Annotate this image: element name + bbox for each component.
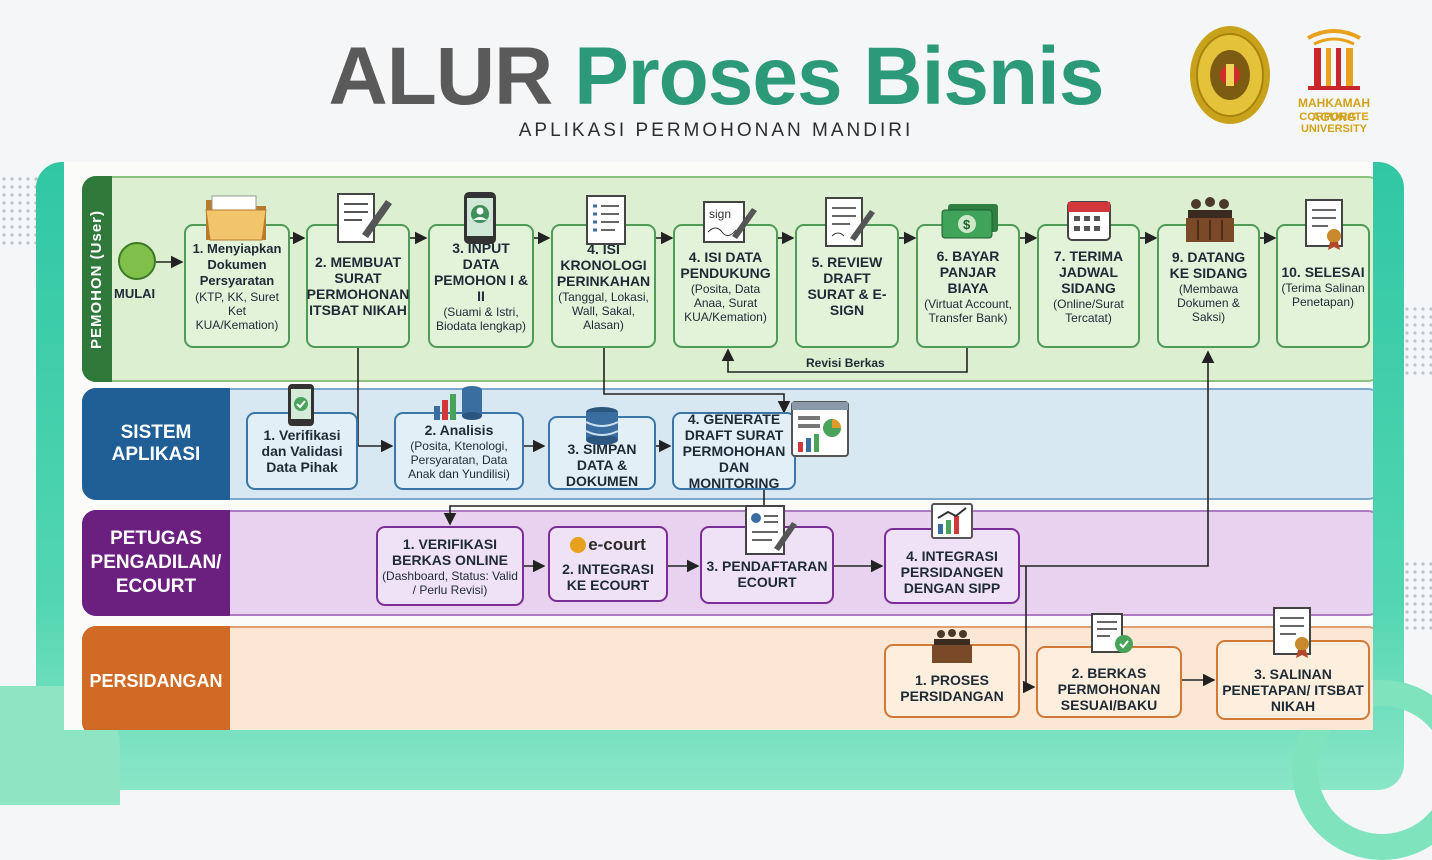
document-pen-icon — [334, 190, 394, 251]
step-title: 3. PENDAFTARAN ECOURT — [706, 558, 828, 590]
step-title: 1. VERIFIKASI BERKAS ONLINE — [392, 535, 508, 568]
calendar-icon — [1066, 196, 1112, 247]
step-desc: (Suami & Istri, Biodata lengkap) — [435, 304, 527, 333]
step-desc: (Posita, Data Anaa, Surat KUA/Kemation) — [684, 281, 767, 324]
doc-check-icon — [1090, 612, 1136, 661]
svg-text:$: $ — [963, 217, 971, 232]
ecourt-icon — [570, 537, 587, 553]
lane-label-sistem: SISTEM APLIKASI — [82, 388, 230, 500]
pemohon-step-9: 9. DATANG KE SIDANG (Membawa Dokumen & S… — [1157, 224, 1260, 348]
analytics-icon — [432, 382, 484, 427]
lane-label-persidangan: PERSIDANGAN — [82, 626, 230, 730]
pemohon-step-6: 5. REVIEW DRAFT SURAT & E-SIGN — [795, 224, 899, 348]
sign-icon: sign — [702, 200, 758, 249]
title-part-1: ALUR — [328, 31, 554, 122]
logo-text-line-1: MAHKAMAH AGUNG — [1298, 96, 1370, 124]
step-desc: (Virtuat Account, Transfer Bank) — [924, 296, 1012, 325]
money-icon: $ — [940, 202, 1000, 247]
persidangan-step-2: 2. BERKAS PERMOHONAN SESUAI/BAKU — [1036, 646, 1182, 718]
court-icon — [1182, 196, 1238, 249]
step-title: 7. TERIMA JADWAL SIDANG — [1053, 247, 1124, 296]
arrow — [443, 490, 765, 526]
lane-label-persidangan-text: PERSIDANGAN — [89, 670, 223, 691]
page-title: ALUR Proses Bisnis — [0, 36, 1432, 118]
connector-layer — [156, 231, 1277, 694]
step-desc: (Membawa Dokumen & Saksi) — [1177, 281, 1240, 324]
pemohon-step-3: 3. INPUT DATA PEMOHON I & II (Suami & Is… — [428, 224, 534, 348]
mahkamah-agung-seal-icon — [1188, 24, 1272, 126]
step-desc: (Dashboard, Status: Valid / Perlu Revisi… — [382, 568, 518, 597]
step-title: 2. BERKAS PERMOHONAN SESUAI/BAKU — [1057, 665, 1161, 713]
title-part-2: Proses Bisnis — [574, 31, 1104, 122]
step-title: 2. Analisis — [424, 421, 494, 438]
registration-icon — [744, 504, 798, 561]
pemohon-step-7: 6. BAYAR PANJAR BIAYA (Virtuat Account, … — [916, 224, 1020, 348]
step-desc: (Terima Salinan Penetapan) — [1281, 280, 1365, 309]
step-title: 4. GENERATE DRAFT SURAT PERMOHOHAN DAN M… — [682, 411, 786, 491]
step-title: 9. DATANG KE SIDANG — [1169, 248, 1248, 281]
ecourt-logo-text: e-court — [588, 535, 646, 554]
step-title: 3. SIMPAN DATA & DOKUMEN — [565, 441, 639, 489]
folder-icon — [204, 190, 268, 247]
arrow — [1022, 566, 1036, 694]
sistem-step-1: 1. Verifikasi dan Validasi Data Pihak — [246, 412, 358, 490]
step-title: 1. Menyiapkan Dokumen Persyaratan — [192, 240, 282, 288]
step-title: 4. ISI DATA PENDUKUNG — [680, 248, 771, 281]
arrow — [357, 348, 394, 453]
petugas-step-1: 1. VERIFIKASI BERKAS ONLINE (Dashboard, … — [376, 526, 524, 606]
lane-label-pemohon: PEMOHON (User) — [82, 176, 112, 382]
certificate-icon — [1304, 198, 1346, 255]
step-desc: (KTP, KK, Suret Ket KUA/Kemation) — [195, 289, 279, 332]
chart-icon — [930, 502, 974, 545]
flowchart-board: PEMOHON (User) SISTEM APLIKASI PETUGAS P… — [64, 162, 1373, 730]
svg-text:sign: sign — [709, 207, 731, 221]
certificate-icon — [1272, 606, 1314, 663]
sistem-step-2: 2. Analisis (Posita, Ktenologi, Persyara… — [394, 412, 524, 490]
step-title: 2. MEMBUAT SURAT PERMOHONAN ITSBAT NIKAH — [306, 254, 410, 318]
step-desc: (Tanggal, Lokasi, Wall, Sakal, Alasan) — [558, 289, 649, 332]
step-title: 10. SELESAI — [1281, 263, 1365, 280]
pemohon-step-8: 7. TERIMA JADWAL SIDANG (Online/Surat Te… — [1037, 224, 1140, 348]
step-title: 4. INTEGRASI PERSIDANGEN DENGAN SIPP — [900, 548, 1004, 596]
pemohon-step-5: 4. ISI DATA PENDUKUNG (Posita, Data Anaa… — [673, 224, 778, 348]
logo-text-line-2: CORPORATE UNIVERSITY — [1299, 111, 1369, 135]
corporate-university-logo: MAHKAMAH AGUNG CORPORATE UNIVERSITY — [1278, 22, 1390, 135]
step-title: 2. INTEGRASI KE ECOURT — [562, 561, 654, 593]
page-subtitle: APLIKASI PERMOHONAN MANDIRI — [518, 120, 914, 141]
step-title: 6. BAYAR PANJAR BIAYA — [936, 247, 1000, 296]
arrow — [603, 348, 791, 414]
start-circle — [118, 242, 156, 280]
court-icon — [930, 628, 974, 669]
step-title: 1. PROSES PERSIDANGAN — [900, 672, 1004, 704]
revisi-label: Revisi Berkas — [806, 356, 885, 370]
lane-label-petugas: PETUGAS PENGADILAN/ ECOURT — [82, 510, 230, 616]
step-desc: (Online/Surat Tercatat) — [1053, 296, 1124, 325]
sistem-step-4: 4. GENERATE DRAFT SURAT PERMOHOHAN DAN M… — [672, 411, 796, 491]
phone-user-icon — [462, 190, 498, 251]
start-label: MULAI — [114, 286, 156, 301]
ecourt-logo: e-court — [570, 535, 646, 555]
arrow — [1020, 350, 1215, 567]
step-title: 4. ISI KRONOLOGI PERINKAHAN — [556, 240, 651, 289]
step-title: 3. SALINAN PENETAPAN/ ITSBAT NIKAH — [1222, 666, 1364, 714]
lane-label-sistem-text: SISTEM APLIKASI — [111, 422, 201, 465]
university-emblem-icon — [1307, 29, 1361, 90]
phone-check-icon — [286, 382, 316, 433]
pemohon-step-2: 2. MEMBUAT SURAT PERMOHONAN ITSBAT NIKAH — [306, 224, 410, 348]
list-doc-icon — [585, 194, 627, 251]
lane-label-petugas-text: PETUGAS PENGADILAN/ ECOURT — [90, 528, 222, 597]
petugas-step-2: e-court 2. INTEGRASI KE ECOURT — [548, 526, 668, 602]
step-title: 3. INPUT DATA PEMOHON I & II — [433, 239, 529, 304]
review-doc-icon — [824, 196, 876, 253]
step-title: 5. REVIEW DRAFT SURAT & E-SIGN — [807, 254, 887, 318]
dashboard-icon — [790, 400, 850, 463]
database-icon — [584, 406, 620, 451]
pemohon-step-1: 1. Menyiapkan Dokumen Persyaratan (KTP, … — [184, 224, 290, 348]
step-title: 1. Verifikasi dan Validasi Data Pihak — [261, 427, 343, 475]
step-desc: (Posita, Ktenologi, Persyaratan, Data An… — [408, 438, 510, 481]
revisi-arrow — [721, 348, 968, 373]
